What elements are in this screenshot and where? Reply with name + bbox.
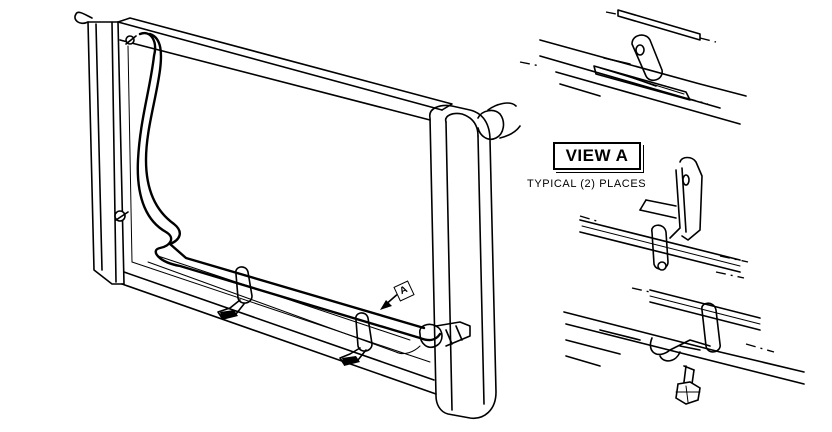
radiator-assembly <box>74 11 521 419</box>
detail-view-bottom <box>563 287 805 405</box>
detail-view-middle <box>579 156 749 279</box>
detail-view-top <box>519 9 747 125</box>
view-a-title: VIEW A <box>565 146 629 165</box>
line-clip-right <box>339 312 373 366</box>
line-clip-left <box>217 266 253 320</box>
view-a-caption: TYPICAL (2) PLACES <box>527 178 647 190</box>
view-a-label-box: VIEW A <box>553 142 641 170</box>
